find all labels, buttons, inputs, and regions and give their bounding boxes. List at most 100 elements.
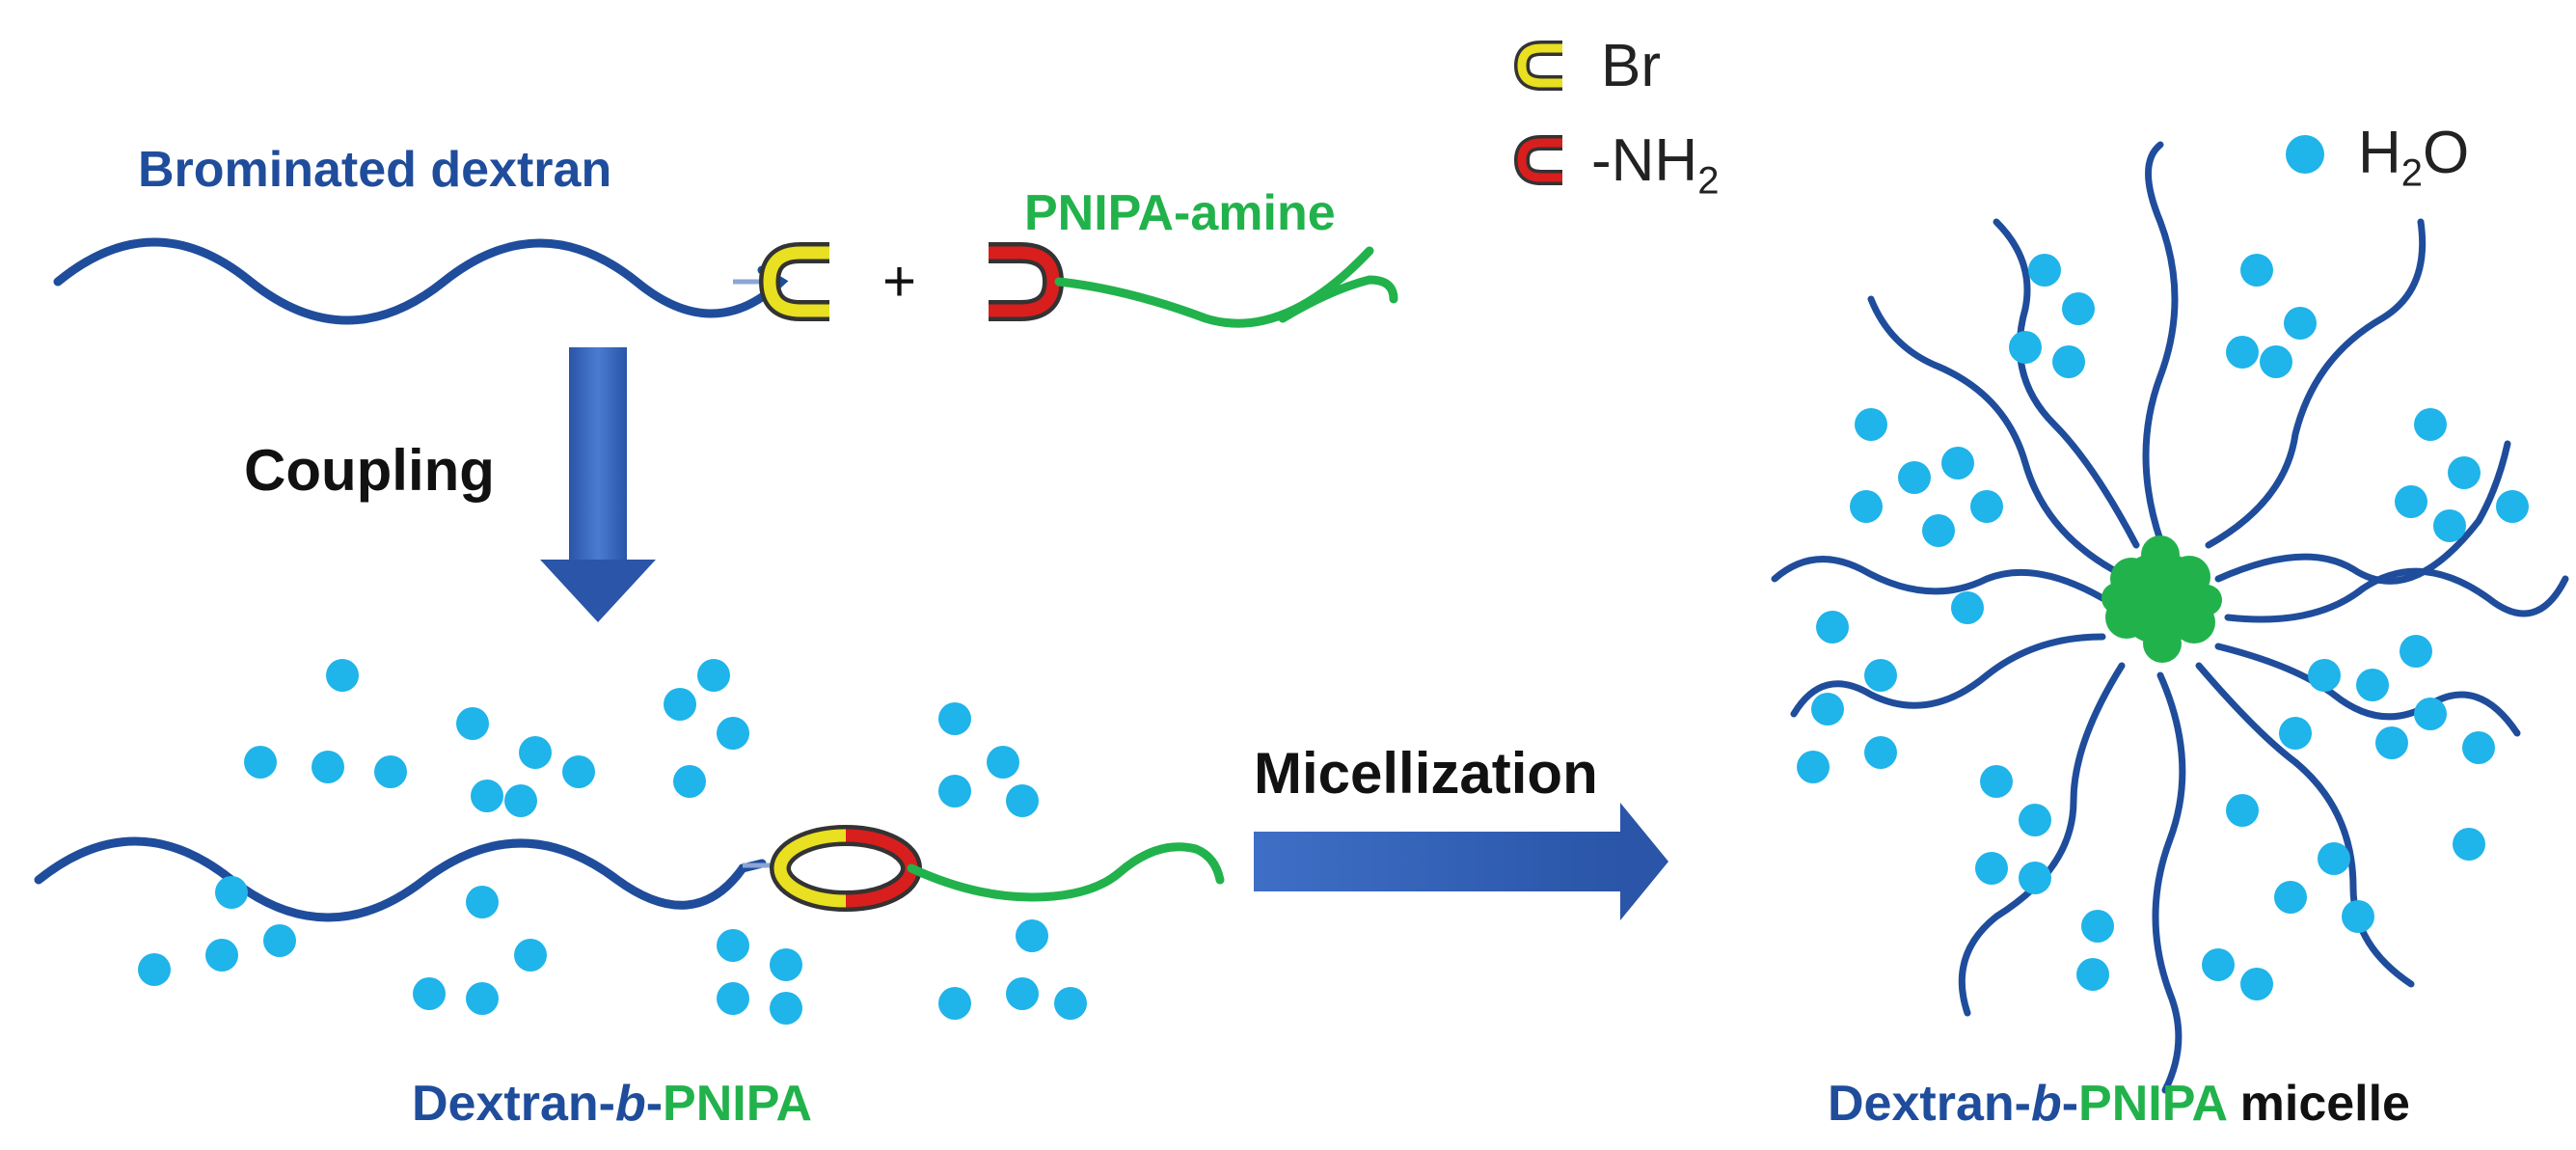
copolymer-label-dextran: Dextran- [412, 1076, 615, 1132]
water-dot-icon [2414, 698, 2447, 730]
water-dot-icon [1980, 765, 2013, 798]
water-dot-icon [466, 982, 499, 1015]
legend-water-subscript: 2 [2400, 151, 2424, 195]
water-dot-icon [263, 924, 296, 957]
water-dot-icon [205, 939, 238, 972]
water-dot-icon [2019, 862, 2051, 894]
water-dot-icon [1006, 784, 1039, 817]
water-dot-icon [938, 702, 971, 735]
pnipa-chain-top [1054, 246, 1398, 328]
micelle-label-pnipa: PNIPA [2078, 1076, 2227, 1132]
water-dot-icon [2076, 958, 2109, 991]
legend-water-o: O [2423, 120, 2470, 186]
water-dot-icon [770, 948, 802, 981]
water-dot-icon [1016, 919, 1048, 952]
water-dot-icon [2028, 254, 2061, 287]
water-dot-icon [2019, 804, 2051, 836]
micellization-label: Micellization [1254, 741, 1598, 806]
water-dot-icon [1816, 611, 1849, 643]
water-dot-icon [1970, 490, 2003, 523]
water-dot-icon [2375, 726, 2408, 759]
legend-nh2-subscript: 2 [1697, 159, 1720, 203]
water-dot-icon [2308, 659, 2341, 692]
water-dot-icon [2260, 345, 2292, 378]
water-dot-icon [519, 736, 552, 769]
copolymer-label-pnipa: PNIPA [663, 1076, 813, 1132]
water-dot-icon [1797, 751, 1830, 783]
water-dot-icon [1941, 447, 1974, 479]
water-dots-micelle [1797, 254, 2529, 1000]
water-dot-icon [2433, 509, 2466, 542]
water-dot-icon [673, 765, 706, 798]
dextran-chain-top [53, 237, 789, 325]
water-dot-icon [2448, 456, 2481, 489]
water-dot-icon [2279, 717, 2312, 750]
legend-nh2-icon [1513, 135, 1562, 185]
legend-water-h: H [2358, 120, 2401, 186]
micellization-arrow [1254, 803, 1668, 920]
water-dot-icon [1951, 591, 1984, 624]
water-dot-icon [312, 751, 344, 783]
water-dot-icon [1975, 852, 2008, 885]
water-dot-icon [138, 953, 171, 986]
water-dot-icon [2062, 292, 2095, 325]
water-dot-icon [2342, 900, 2374, 933]
coupling-arrow [540, 347, 656, 622]
water-dot-icon [2395, 485, 2427, 518]
amine-clip-icon [989, 242, 1065, 321]
micelle-pnipa-core [2101, 535, 2222, 663]
water-dot-icon [1922, 514, 1955, 547]
water-dot-icon [2081, 910, 2114, 943]
water-dot-icon [1864, 659, 1897, 692]
water-dot-icon [2226, 336, 2259, 369]
water-dot-icon [215, 876, 248, 909]
coupled-linkage-icon [770, 825, 922, 912]
water-dot-icon [2414, 408, 2447, 441]
coupling-label: Coupling [244, 438, 495, 503]
legend-br-label: Br [1601, 33, 1661, 99]
water-dot-icon [2356, 669, 2389, 701]
water-dot-icon [1864, 736, 1897, 769]
water-dot-icon [2240, 254, 2273, 287]
water-dot-icon [413, 977, 446, 1010]
legend-br-icon [1513, 41, 1562, 91]
water-dot-icon [2274, 881, 2307, 914]
water-dot-icon [466, 886, 499, 918]
copolymer-label: Dextran-b-PNIPA [412, 1079, 812, 1129]
water-dot-icon [2226, 794, 2259, 827]
water-dot-icon [456, 707, 489, 740]
water-dot-icon [2240, 968, 2273, 1000]
water-dot-icon [2318, 842, 2350, 875]
water-dots-copolymer [138, 659, 1087, 1025]
legend-water-label: H2O [2358, 120, 2470, 195]
water-dot-icon [514, 939, 547, 972]
dextran-chain-copolymer [34, 836, 767, 922]
legend-nh2-label: -NH2 [1591, 131, 1720, 203]
brominated-dextran-label: Brominated dextran [138, 142, 612, 198]
water-dot-icon [2052, 345, 2085, 378]
water-dot-icon [374, 755, 407, 788]
water-dot-icon [2009, 331, 2042, 364]
copolymer-label-b: b [614, 1076, 646, 1132]
water-dot-icon [562, 755, 595, 788]
water-dot-icon [504, 784, 537, 817]
water-dot-icon [938, 987, 971, 1020]
water-dot-icon [471, 780, 503, 812]
water-dot-icon [1811, 693, 1844, 726]
water-dot-icon [770, 992, 802, 1025]
water-dot-icon [2496, 490, 2529, 523]
plus-sign: + [882, 249, 917, 314]
micelle-corona-chains [1771, 141, 2569, 1094]
pnipa-chain-copolymer [907, 842, 1225, 902]
water-dot-icon [717, 982, 749, 1015]
micelle-label-b: b [2030, 1076, 2062, 1132]
water-dot-icon [1855, 408, 1887, 441]
water-dot-icon [2453, 828, 2485, 861]
water-dot-icon [2400, 635, 2432, 668]
water-dot-icon [938, 775, 971, 808]
micelle-label-dextran: Dextran- [1828, 1076, 2031, 1132]
copolymer-label-dash: - [645, 1076, 664, 1132]
water-dot-icon [697, 659, 730, 692]
water-dot-icon [717, 929, 749, 962]
legend-nh2-text: -NH [1591, 127, 1698, 194]
